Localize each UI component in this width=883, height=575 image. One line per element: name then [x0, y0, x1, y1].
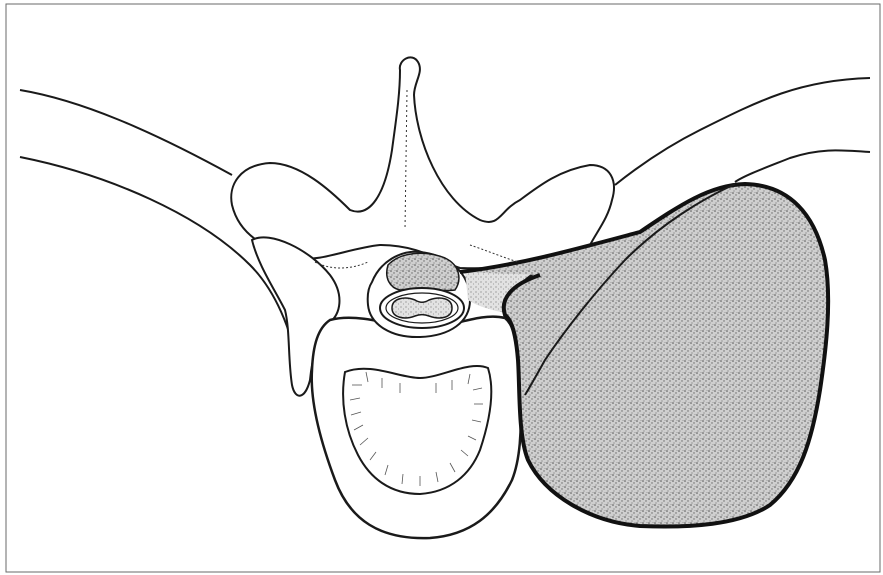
epidural-mass: [387, 253, 459, 290]
spinous-process: [231, 57, 614, 268]
vertebral-body: [312, 317, 521, 538]
right-rib: [615, 78, 870, 185]
